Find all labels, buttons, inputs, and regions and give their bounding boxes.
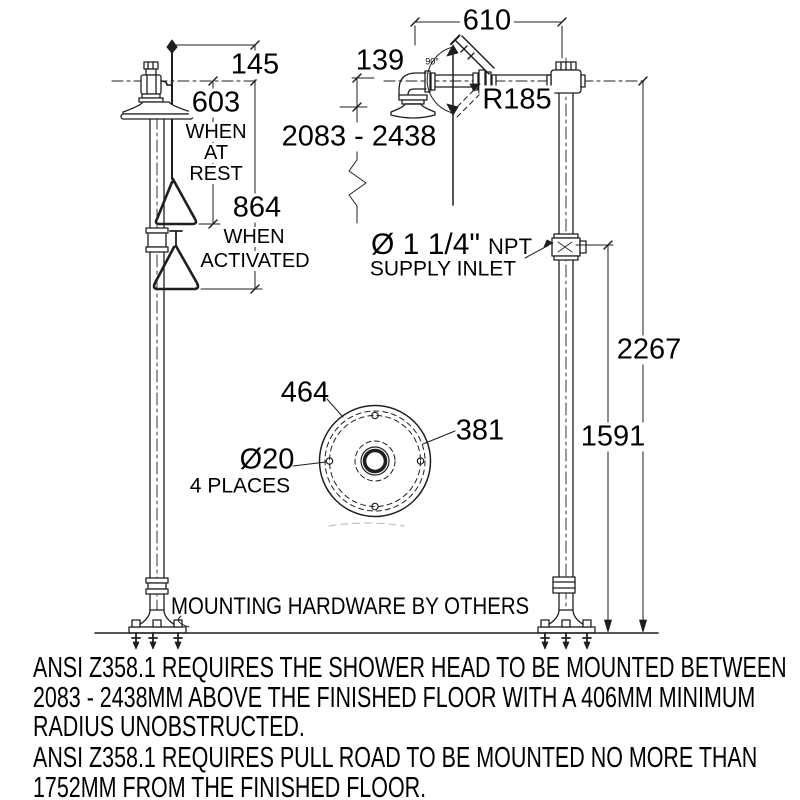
tick: [250, 40, 260, 50]
dim-864-label: 864: [229, 193, 285, 223]
bolt-hole: [371, 411, 379, 420]
supply-thread-text: NPT: [488, 234, 533, 259]
top-elbow-fitting: [546, 61, 586, 94]
tick: [208, 76, 218, 86]
ansi-note-pull-rod: ANSI Z358.1 REQUIRES PULL ROAD TO BE MOU…: [33, 742, 758, 800]
at-rest-rest: REST: [186, 164, 246, 184]
ext: [414, 25, 563, 59]
dim-603-label: 603: [188, 88, 244, 118]
supply-pipe: [558, 57, 574, 611]
leader-o20: [292, 461, 327, 467]
rod-lever: [160, 80, 173, 86]
standpipe: [149, 116, 165, 611]
supply-size-text: Ø 1 1/4": [371, 228, 481, 261]
note-line: 2083 - 2438MM ABOVE THE FINISHED FLOOR W…: [33, 681, 756, 714]
activated-when: WHEN: [220, 227, 288, 247]
swing-arm-up: [450, 34, 495, 75]
leader-381: [422, 430, 456, 445]
flange-hole-label: Ø20: [239, 443, 295, 476]
supply-leader: [524, 239, 554, 259]
flange-outer-label: 464: [280, 376, 330, 409]
pull-handle-activated: [152, 230, 200, 291]
flange-detail: [292, 398, 456, 527]
supply-inlet-tee: [551, 233, 587, 261]
center-bore: [362, 448, 388, 474]
bolt-hole: [325, 457, 334, 465]
ghost-line: [328, 522, 405, 527]
note-line: 1752MM FROM THE FINISHED FLOOR.: [33, 771, 427, 800]
swing-angle-label: 90°: [425, 56, 439, 67]
front-view: [383, 34, 649, 611]
bolt-circle: [329, 415, 421, 507]
bolt-hole: [416, 457, 425, 465]
pipe-coupling-upper: [145, 227, 169, 253]
arrow: [639, 619, 647, 633]
pull-handle-at-rest: [154, 177, 198, 226]
valve-body: [138, 61, 173, 103]
dim-height-line: [348, 106, 367, 224]
tick: [352, 73, 362, 83]
base-right: [537, 609, 596, 634]
dim-610-label: 610: [459, 6, 515, 36]
note-line: ANSI Z358.1 REQUIRES THE SHOWER HEAD TO …: [33, 652, 787, 684]
flange-bolt-circle-label: 381: [455, 414, 505, 447]
flange-hole-note: 4 PLACES: [189, 474, 291, 498]
leader-464: [326, 398, 344, 418]
bolt-hole: [371, 502, 379, 511]
head-elbow: [398, 72, 428, 105]
shower-head-front: [390, 103, 436, 119]
note-line: ANSI Z358.1 REQUIRES PULL ROAD TO BE MOU…: [33, 742, 758, 774]
radius-label: R185: [479, 85, 555, 115]
supply-inlet-size: Ø 1 1/4" NPT: [371, 230, 532, 260]
dim-1591-label: 1591: [577, 422, 649, 452]
dimensions-front: [339, 17, 648, 633]
at-rest-when: WHEN: [182, 122, 250, 142]
dim-145-label: 145: [227, 50, 283, 80]
mounting-hardware-note: MOUNTING HARDWARE BY OTHERS: [171, 593, 530, 620]
anchor-bolts: [131, 632, 592, 650]
swing-arc: [426, 44, 459, 206]
mounting-note-leader: [177, 615, 190, 628]
height-range-label: 2083 - 2438: [278, 122, 440, 152]
shower-head-side: [120, 101, 194, 120]
at-rest-at: AT: [200, 143, 232, 163]
arrow: [604, 619, 612, 633]
tick: [603, 240, 613, 250]
supply-inlet-label: SUPPLY INLET: [369, 257, 517, 281]
ansi-note-shower-head: ANSI Z358.1 REQUIRES THE SHOWER HEAD TO …: [33, 652, 787, 743]
tick: [638, 76, 648, 86]
side-view: [111, 39, 263, 611]
flange-outer-circle: [318, 404, 432, 518]
dim-139-label: 139: [355, 44, 405, 77]
tick: [208, 219, 218, 229]
activated-label: ACTIVATED: [197, 251, 313, 271]
note-line: RADIUS UNOBSTRUCTED.: [33, 711, 305, 743]
tick: [557, 17, 567, 27]
dim-2267-label: 2267: [613, 335, 685, 365]
dim-139-line: [339, 77, 375, 108]
tick: [410, 17, 420, 27]
tick: [250, 284, 260, 294]
pipe-coupling-lower-right: [552, 576, 576, 594]
